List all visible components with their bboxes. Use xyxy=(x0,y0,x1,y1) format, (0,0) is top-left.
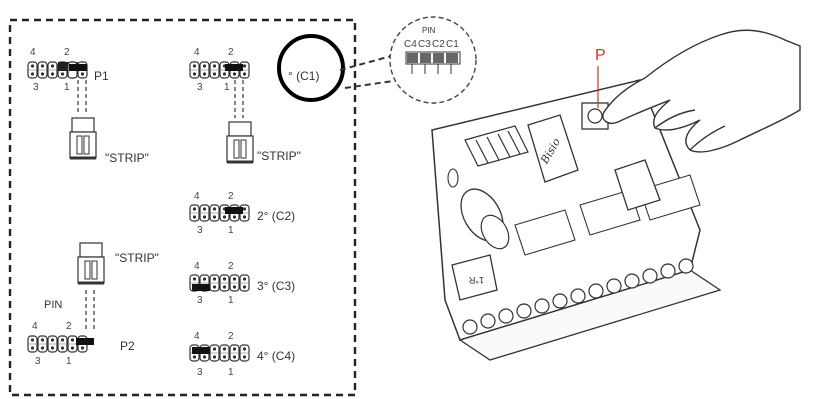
pin-number-1: 1 xyxy=(64,82,70,93)
c2-pin-1: 1 xyxy=(228,225,234,236)
highlight-circle-c1 xyxy=(277,34,345,102)
p2-pin-3: 3 xyxy=(35,356,41,367)
label-p1: P1 xyxy=(94,69,109,83)
c3-pin-3: 3 xyxy=(197,295,203,306)
c3-pin-4: 4 xyxy=(194,261,200,272)
circuit-board: Bisio P 1°R xyxy=(431,47,722,361)
hand-illustration xyxy=(602,29,801,153)
label-zoom-c4: C4 xyxy=(404,39,417,50)
p2-pin-4: 4 xyxy=(32,321,38,332)
dashed-frame xyxy=(8,18,357,397)
c2-pin-4: 4 xyxy=(194,191,200,202)
label-c4: 4° (C4) xyxy=(257,349,295,363)
jumper-strip-1 xyxy=(68,116,98,160)
c4-pin-3: 3 xyxy=(197,367,203,378)
c4-pin-2: 2 xyxy=(228,331,234,342)
ic-chip: Bisio xyxy=(527,114,579,183)
c4-pin-4: 4 xyxy=(194,331,200,342)
label-p2: P2 xyxy=(120,339,135,353)
pin-number-3: 3 xyxy=(33,82,39,93)
c2-pin-2: 2 xyxy=(228,191,234,202)
c1-pin-2: 2 xyxy=(228,47,234,58)
jumper-p1-mark xyxy=(69,64,87,71)
pin-number-4: 4 xyxy=(30,47,36,58)
c1-pin-1: 1 xyxy=(224,82,230,93)
p2-pin-2: 2 xyxy=(66,321,72,332)
c1-pin-3: 3 xyxy=(197,82,203,93)
c1-pin-4: 4 xyxy=(194,47,200,58)
zoom-inset: PIN C4 C3 C2 C1 xyxy=(389,16,477,104)
p2-pin-1: 1 xyxy=(66,356,72,367)
jumper-strip-2 xyxy=(225,120,255,164)
label-zoom-pin: PIN xyxy=(422,26,436,35)
c4-pin-1: 1 xyxy=(228,367,234,378)
label-zoom-c1: C1 xyxy=(446,39,459,50)
screw-terminals xyxy=(462,258,694,335)
label-zoom-c2: C2 xyxy=(432,39,445,50)
jumper-c1-mark xyxy=(225,64,243,71)
label-strip-3: "STRIP" xyxy=(115,251,159,265)
label-zoom-c3: C3 xyxy=(418,39,431,50)
label-pin-left: PIN xyxy=(44,299,62,311)
label-p: P xyxy=(595,47,606,64)
relay-text: 1°R xyxy=(468,275,484,285)
label-c1: ° (C1) xyxy=(288,69,319,83)
label-strip-1: "STRIP" xyxy=(105,151,149,165)
c3-pin-2: 2 xyxy=(228,261,234,272)
label-strip-2: "STRIP" xyxy=(257,149,301,163)
pin-number-2: 2 xyxy=(64,47,70,58)
c2-pin-3: 3 xyxy=(197,225,203,236)
c3-pin-1: 1 xyxy=(228,295,234,306)
label-c2: 2° (C2) xyxy=(257,209,295,223)
jumper-strip-3 xyxy=(76,241,106,285)
label-c3: 3° (C3) xyxy=(257,279,295,293)
